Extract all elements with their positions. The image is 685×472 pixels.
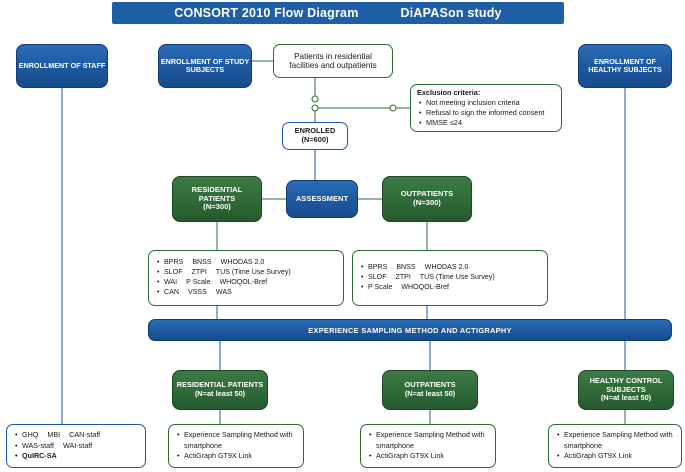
instrument: WAS-staff [22, 440, 54, 450]
box-exclusion-criteria: Exclusion criteria: Not meeting inclusio… [410, 84, 562, 132]
box-healthy-control-subjects-final: HEALTHY CONTROL SUBJECTS (N=at least 50) [578, 370, 674, 410]
instrument: QuIRC-SA [22, 451, 57, 461]
enrolled-label: ENROLLED [294, 126, 336, 136]
box-staff-instruments: GHQ MBI CAN-staff WAS-staff WAI-staff Qu… [6, 424, 146, 468]
page-title: CONSORT 2010 Flow Diagram DiAPASon study [112, 2, 564, 24]
box-count: (N=at least 50) [194, 389, 246, 398]
list-item: SLOF ZTPI TUS (Time Use Survey) [361, 273, 495, 283]
box-label: ENROLLMENT OF STUDY SUBJECTS [160, 56, 250, 74]
box-count: (N=300) [413, 198, 441, 207]
box-residential-patients: RESIDENTIAL PATIENTS (N=300) [172, 176, 262, 222]
box-label: HEALTHY CONTROL SUBJECTS [589, 376, 663, 394]
box-enrollment-of-staff: ENROLLMENT OF STAFF [16, 44, 108, 88]
box-enrolled: ENROLLED (N=600) [282, 122, 348, 150]
box-label: ASSESSMENT [295, 193, 349, 203]
scale-item: TUS (Time Use Survey) [419, 273, 495, 282]
list-item: P Scale WHOQOL-Bref [361, 282, 495, 293]
scale-item: CAN [164, 287, 179, 296]
list-item: Refusal to sign the informed consent [419, 108, 544, 118]
enrolled-count: (N=600) [301, 135, 329, 144]
list-item: Experience Sampling Method with smartpho… [177, 430, 297, 451]
scale-item: WHOQOL-Bref [219, 278, 268, 286]
instrument: CAN-staff [69, 430, 101, 440]
scales-list: BPRS BNSS WHODAS 2.0 SLOF ZTPI TUS (Time… [155, 258, 291, 298]
box-healthy-bottom-methods: Experience Sampling Method with smartpho… [548, 424, 682, 468]
scale-item: P Scale [368, 282, 393, 291]
box-label: ENROLLMENT OF HEALTHY SUBJECTS [588, 56, 662, 74]
list-item: BPRS BNSS WHODAS 2.0 [361, 263, 495, 273]
box-assessment: ASSESSMENT [286, 180, 358, 218]
scale-item: WAI [164, 278, 178, 286]
list-item: WAI P Scale WHOQOL-Bref [157, 278, 291, 288]
box-patients-residential-outpatients: Patients in residential facilities and o… [273, 44, 393, 78]
list-item: WAS-staff WAI-staff [15, 440, 100, 452]
box-label: RESIDENTIAL PATIENTS [176, 380, 264, 390]
staff-list: GHQ MBI CAN-staff WAS-staff WAI-staff Qu… [13, 430, 101, 462]
list-item: Experience Sampling Method with smartpho… [369, 430, 489, 451]
list-item: QuIRC-SA [15, 451, 100, 462]
box-residential-bottom-methods: Experience Sampling Method with smartpho… [168, 424, 304, 468]
scales-list: BPRS BNSS WHODAS 2.0 SLOF ZTPI TUS (Time… [359, 263, 495, 293]
box-scales-residential: BPRS BNSS WHODAS 2.0 SLOF ZTPI TUS (Time… [148, 250, 344, 306]
methods-list: Experience Sampling Method with smartpho… [367, 430, 489, 462]
box-enrollment-of-study-subjects: ENROLLMENT OF STUDY SUBJECTS [158, 44, 252, 88]
list-item: MMSE ≤24 [419, 118, 544, 128]
list-item: ActiGraph GT9X Link [177, 451, 297, 462]
scale-item: WHODAS 2.0 [220, 258, 265, 267]
exclusion-title: Exclusion criteria: [417, 87, 481, 97]
list-item: CAN VSSS WAS [157, 287, 291, 298]
scale-item: WHOQOL-Bref [401, 282, 450, 291]
scale-item: SLOF [368, 273, 387, 282]
scale-item: WHODAS 2.0 [424, 263, 469, 272]
scale-item: BPRS [368, 263, 388, 272]
box-scales-outpatients: BPRS BNSS WHODAS 2.0 SLOF ZTPI TUS (Time… [352, 250, 548, 306]
box-count: (N=at least 50) [404, 389, 456, 398]
box-count: (N=300) [203, 202, 231, 212]
box-label: ENROLLMENT OF STAFF [18, 60, 106, 70]
box-outpatients: OUTPATIENTS (N=300) [382, 176, 472, 222]
box-residential-patients-final: RESIDENTIAL PATIENTS (N=at least 50) [172, 370, 268, 410]
scale-item: SLOF [164, 268, 183, 277]
instrument: MBI [47, 430, 61, 440]
list-item: GHQ MBI CAN-staff [15, 430, 101, 441]
box-enrollment-of-healthy-subjects: ENROLLMENT OF HEALTHY SUBJECTS [578, 44, 672, 88]
scale-item: VSSS [187, 287, 207, 296]
box-label: OUTPATIENTS [404, 380, 456, 390]
scale-item: P Scale [186, 278, 211, 286]
box-outpatients-final: OUTPATIENTS (N=at least 50) [382, 370, 478, 410]
methods-list: Experience Sampling Method with smartpho… [175, 430, 297, 462]
list-item: BPRS BNSS WHODAS 2.0 [157, 258, 291, 268]
exclusion-list: Not meeting inclusion criteria Refusal t… [417, 98, 544, 128]
scale-item: TUS (Time Use Survey) [215, 268, 291, 277]
methods-list: Experience Sampling Method with smartpho… [555, 430, 675, 462]
scale-item: WAS [215, 287, 232, 296]
instrument: GHQ [22, 430, 39, 440]
box-outpatients-bottom-methods: Experience Sampling Method with smartpho… [360, 424, 496, 468]
list-item: Not meeting inclusion criteria [419, 98, 544, 108]
banner-experience-sampling-actigraphy: EXPERIENCE SAMPLING METHOD AND ACTIGRAPH… [148, 319, 672, 341]
box-label: RESIDENTIAL PATIENTS [191, 184, 243, 203]
box-count: (N=at least 50) [600, 393, 652, 403]
scale-item: ZTPI [191, 268, 207, 277]
list-item: Experience Sampling Method with smartpho… [557, 430, 675, 451]
scale-item: BNSS [192, 258, 212, 267]
scale-item: ZTPI [395, 273, 411, 282]
instrument: WAI-staff [62, 440, 93, 450]
scale-item: BNSS [396, 263, 416, 272]
scale-item: BPRS [164, 258, 184, 267]
list-item: SLOF ZTPI TUS (Time Use Survey) [157, 268, 291, 278]
banner-label: EXPERIENCE SAMPLING METHOD AND ACTIGRAPH… [308, 325, 512, 335]
box-label: Patients in residential facilities and o… [289, 51, 377, 70]
list-item: ActiGraph GT9X Link [369, 451, 489, 462]
header-title: CONSORT 2010 Flow Diagram [174, 6, 359, 20]
box-label: OUTPATIENTS [400, 189, 454, 199]
list-item: ActiGraph GT9X Link [557, 451, 675, 462]
header-study: DiAPASon study [400, 6, 502, 20]
